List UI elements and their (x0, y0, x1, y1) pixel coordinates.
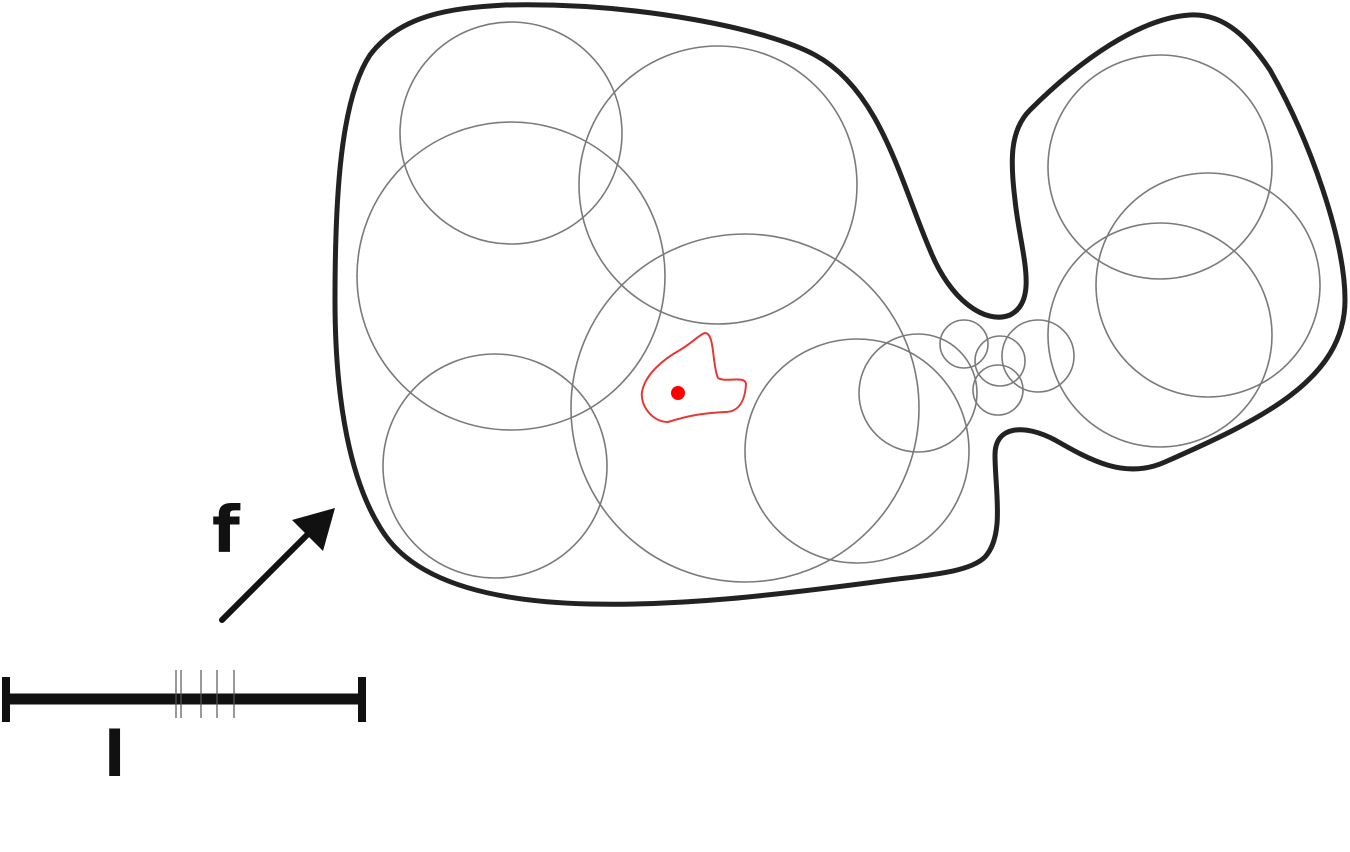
domain-boundary (332, 2, 1348, 607)
disc-layer (356, 21, 1321, 583)
marked-point (671, 386, 685, 400)
disc (939, 319, 989, 369)
arrow-f (219, 508, 335, 623)
disc (570, 233, 920, 583)
scale-bar (2, 670, 366, 722)
disc (356, 121, 666, 431)
disc (1001, 319, 1075, 393)
disc (974, 335, 1026, 387)
arrow-label: f (212, 494, 241, 568)
disc (858, 333, 978, 453)
highlighted-region (640, 332, 747, 423)
disc (1047, 54, 1273, 280)
disc (578, 45, 858, 325)
disc (382, 353, 608, 579)
disc (972, 364, 1024, 416)
disc (744, 338, 970, 564)
scale-label: l (104, 718, 125, 791)
arrow-head (292, 508, 335, 551)
disc (1047, 222, 1273, 448)
arrow-shaft (219, 529, 313, 623)
disc (1095, 172, 1321, 398)
disc (399, 21, 623, 245)
